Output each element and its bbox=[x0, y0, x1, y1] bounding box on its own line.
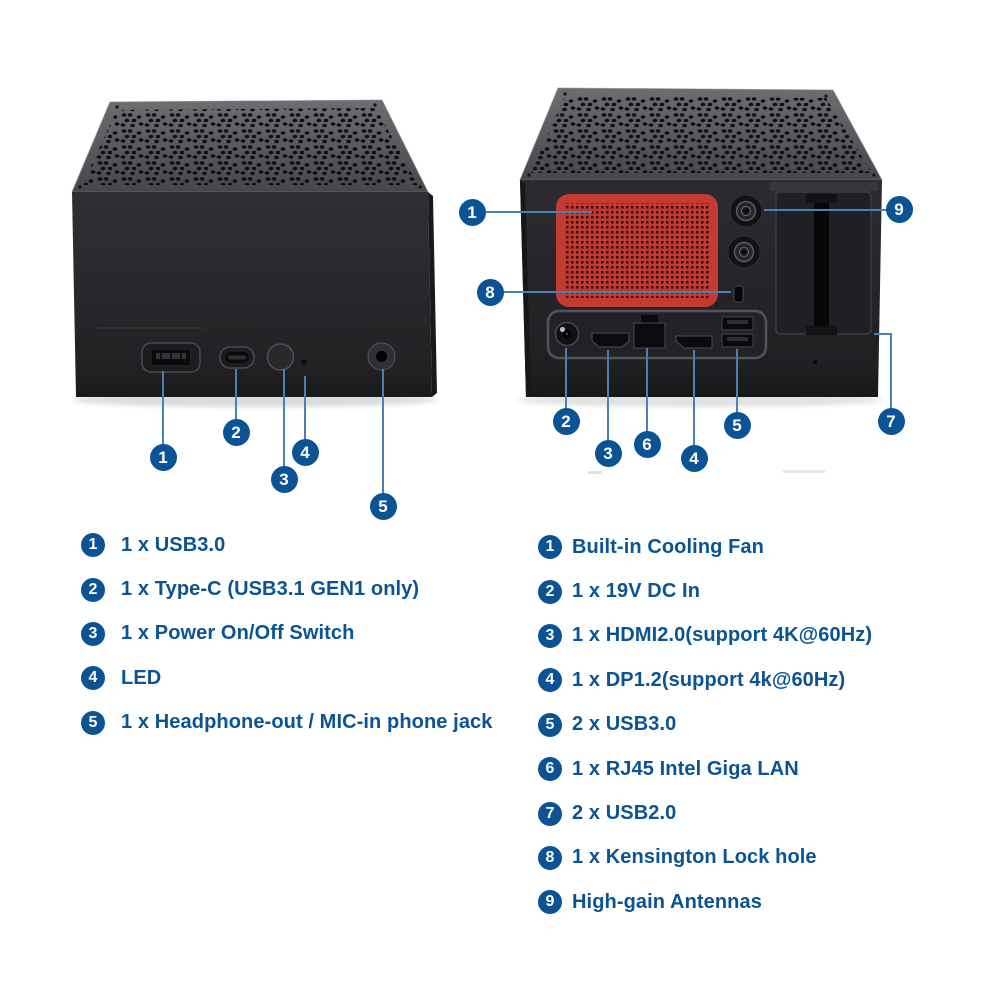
floor-mark bbox=[588, 471, 602, 474]
rear-device-side-sliver bbox=[520, 180, 531, 397]
front-device-side-sliver bbox=[428, 192, 437, 397]
legend-number-badge: 3 bbox=[538, 623, 562, 648]
callout-rear-4: 4 bbox=[680, 444, 708, 472]
reset-pinhole bbox=[812, 359, 818, 365]
expansion-slot bbox=[775, 191, 872, 335]
callout-rear-5: 5 bbox=[723, 411, 751, 439]
legend-number-badge: 2 bbox=[81, 577, 105, 602]
callout-front-1: 1 bbox=[149, 443, 177, 471]
led-indicator bbox=[301, 359, 307, 365]
legend-label: Built-in Cooling Fan bbox=[572, 535, 764, 558]
kensington-lock-slot bbox=[733, 285, 744, 303]
legend-item: 1 Built-in Cooling Fan bbox=[538, 525, 872, 569]
callout-rear-1: 1 bbox=[458, 198, 486, 226]
legend-number-badge: 2 bbox=[538, 579, 562, 604]
callout-front-4: 4 bbox=[291, 438, 319, 466]
legend-item: 2 1 x Type-C (USB3.1 GEN1 only) bbox=[81, 567, 493, 611]
legend-label: High-gain Antennas bbox=[572, 890, 762, 913]
legend-number-badge: 1 bbox=[538, 535, 562, 560]
callout-front-5: 5 bbox=[369, 492, 397, 520]
legend-item: 5 1 x Headphone-out / MIC-in phone jack bbox=[81, 701, 493, 745]
hdmi-port bbox=[591, 332, 630, 348]
callout-rear-2: 2 bbox=[552, 407, 580, 435]
legend-number-badge: 6 bbox=[538, 757, 562, 782]
legend-rear-view: 1 Built-in Cooling Fan 2 1 x 19V DC In 3… bbox=[538, 525, 872, 925]
usb-a-port bbox=[141, 342, 201, 373]
callout-rear-7: 7 bbox=[877, 407, 905, 435]
legend-item: 7 2 x USB2.0 bbox=[538, 791, 872, 835]
legend-item: 1 1 x USB3.0 bbox=[81, 523, 493, 567]
antenna-connector bbox=[727, 235, 761, 269]
callout-rear-9: 9 bbox=[885, 195, 913, 223]
legend-item: 4 1 x DP1.2(support 4k@60Hz) bbox=[538, 658, 872, 702]
callout-front-2: 2 bbox=[222, 418, 250, 446]
rj45-port bbox=[633, 315, 666, 349]
front-device-top-perforation bbox=[82, 108, 418, 185]
audio-jack bbox=[367, 342, 396, 371]
rear-top-rim bbox=[770, 182, 878, 191]
io-panel bbox=[546, 309, 768, 360]
legend-label: 2 x USB3.0 bbox=[572, 713, 677, 736]
callout-front-3: 3 bbox=[270, 465, 298, 493]
legend-item: 8 1 x Kensington Lock hole bbox=[538, 836, 872, 880]
power-button bbox=[266, 343, 295, 371]
legend-label: LED bbox=[121, 666, 162, 689]
legend-label: 1 x Power On/Off Switch bbox=[121, 622, 355, 645]
legend-label: 1 x USB3.0 bbox=[121, 533, 226, 556]
legend-label: 1 x Headphone-out / MIC-in phone jack bbox=[121, 711, 493, 734]
floor-mark bbox=[783, 470, 825, 473]
rear-device-top-perforation bbox=[531, 96, 872, 173]
displayport bbox=[675, 335, 713, 349]
legend-item: 4 LED bbox=[81, 656, 493, 700]
legend-number-badge: 4 bbox=[81, 666, 105, 691]
legend-number-badge: 5 bbox=[538, 712, 562, 737]
legend-item: 5 2 x USB3.0 bbox=[538, 703, 872, 747]
legend-number-badge: 3 bbox=[81, 621, 105, 646]
legend-item: 2 1 x 19V DC In bbox=[538, 569, 872, 613]
legend-item: 3 1 x HDMI2.0(support 4K@60Hz) bbox=[538, 614, 872, 658]
legend-label: 1 x RJ45 Intel Giga LAN bbox=[572, 757, 799, 780]
legend-item: 6 1 x RJ45 Intel Giga LAN bbox=[538, 747, 872, 791]
legend-label: 1 x Type-C (USB3.1 GEN1 only) bbox=[121, 578, 420, 601]
cooling-fan-vent bbox=[556, 194, 718, 307]
legend-number-badge: 8 bbox=[538, 845, 562, 870]
legend-label: 1 x 19V DC In bbox=[572, 580, 701, 603]
leader-rear-7 bbox=[874, 333, 892, 409]
antenna-connector bbox=[729, 194, 763, 228]
legend-label: 1 x DP1.2(support 4k@60Hz) bbox=[572, 668, 846, 691]
legend-item: 3 1 x Power On/Off Switch bbox=[81, 612, 493, 656]
legend-item: 9 High-gain Antennas bbox=[538, 880, 872, 924]
usb-c-port bbox=[219, 346, 255, 369]
legend-number-badge: 4 bbox=[538, 668, 562, 693]
callout-rear-8: 8 bbox=[476, 278, 504, 306]
legend-label: 1 x HDMI2.0(support 4K@60Hz) bbox=[572, 624, 873, 647]
legend-number-badge: 5 bbox=[81, 710, 105, 735]
legend-number-badge: 1 bbox=[81, 533, 105, 558]
legend-label: 1 x Kensington Lock hole bbox=[572, 846, 817, 869]
callout-rear-6: 6 bbox=[633, 430, 661, 458]
front-view-device bbox=[71, 99, 437, 407]
rear-device-top-screws bbox=[527, 92, 876, 177]
legend-label: 2 x USB2.0 bbox=[572, 802, 677, 825]
rear-view-device bbox=[518, 87, 883, 474]
front-device-top-screws bbox=[78, 103, 422, 189]
leader-lines bbox=[162, 209, 892, 494]
legend-number-badge: 7 bbox=[538, 801, 562, 826]
callout-rear-3: 3 bbox=[594, 439, 622, 467]
dc-in-jack bbox=[554, 321, 580, 347]
legend-number-badge: 9 bbox=[538, 890, 562, 915]
legend-front-view: 1 1 x USB3.0 2 1 x Type-C (USB3.1 GEN1 o… bbox=[81, 523, 493, 745]
usb-stack bbox=[721, 316, 754, 348]
